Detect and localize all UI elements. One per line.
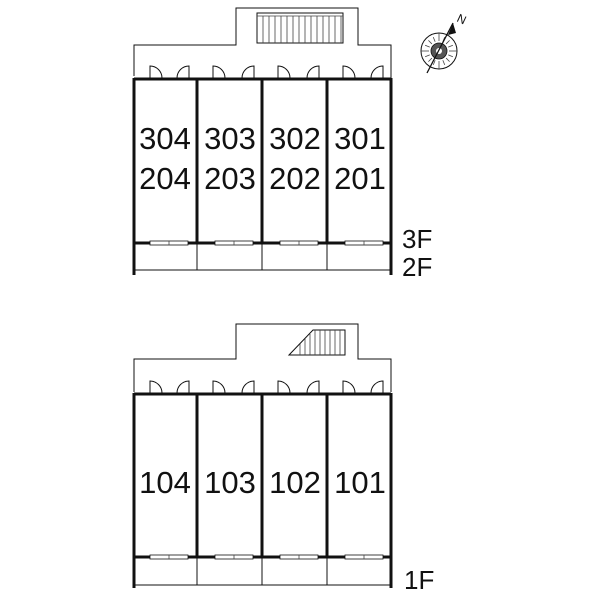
compass-tick xyxy=(445,57,450,62)
unit-label-304: 304 xyxy=(139,121,191,156)
door-swing xyxy=(370,65,384,79)
unit-label-302: 302 xyxy=(269,121,321,156)
lower-stairs-icon xyxy=(287,329,346,356)
unit-label-203: 203 xyxy=(204,161,256,196)
unit-label-104: 104 xyxy=(139,465,191,500)
compass-tick xyxy=(448,54,454,58)
door-swing xyxy=(277,380,291,394)
door-swing xyxy=(176,380,190,394)
compass-tick xyxy=(428,57,433,62)
lower-balcony-windows xyxy=(149,554,384,560)
compass-tick xyxy=(424,44,430,48)
door-swing xyxy=(342,380,356,394)
floor-label-3f: 3F xyxy=(402,224,432,254)
door-swing xyxy=(306,65,320,79)
unit-label-303: 303 xyxy=(204,121,256,156)
lower-entry-doors xyxy=(149,380,384,394)
door-swing xyxy=(149,380,163,394)
unit-label-301: 301 xyxy=(334,121,386,156)
door-swing xyxy=(306,380,320,394)
unit-label-102: 102 xyxy=(269,465,321,500)
compass-tick xyxy=(428,40,433,45)
compass-tick xyxy=(442,60,446,66)
door-swing xyxy=(277,65,291,79)
unit-label-204: 204 xyxy=(139,161,191,196)
compass-tick xyxy=(432,36,436,42)
upper-block: 304 303 302 301 204 203 202 201 3F 2F xyxy=(132,7,432,282)
lower-corridor-outline xyxy=(133,323,392,392)
upper-stairs-icon xyxy=(256,12,344,44)
door-swing xyxy=(176,65,190,79)
compass-north-letter: N xyxy=(455,11,469,27)
compass-tick xyxy=(445,40,450,45)
floor-label-2f: 2F xyxy=(402,252,432,282)
floor-label-1f: 1F xyxy=(404,565,434,595)
upper-balcony-windows xyxy=(149,240,384,246)
door-swing xyxy=(241,65,255,79)
upper-corridor-outline xyxy=(133,7,392,78)
door-swing xyxy=(241,380,255,394)
door-swing xyxy=(149,65,163,79)
unit-label-101: 101 xyxy=(334,465,386,500)
north-arrow-compass-icon: N xyxy=(420,11,469,74)
door-swing xyxy=(370,380,384,394)
unit-label-202: 202 xyxy=(269,161,321,196)
upper-entry-doors xyxy=(149,65,384,79)
unit-label-103: 103 xyxy=(204,465,256,500)
compass-tick xyxy=(448,44,454,48)
door-swing xyxy=(212,380,226,394)
unit-label-201: 201 xyxy=(334,161,386,196)
lower-block: 104 103 102 101 1F xyxy=(132,323,434,595)
door-swing xyxy=(342,65,356,79)
compass-tick xyxy=(424,54,430,58)
compass-tick xyxy=(432,60,436,66)
door-swing xyxy=(212,65,226,79)
